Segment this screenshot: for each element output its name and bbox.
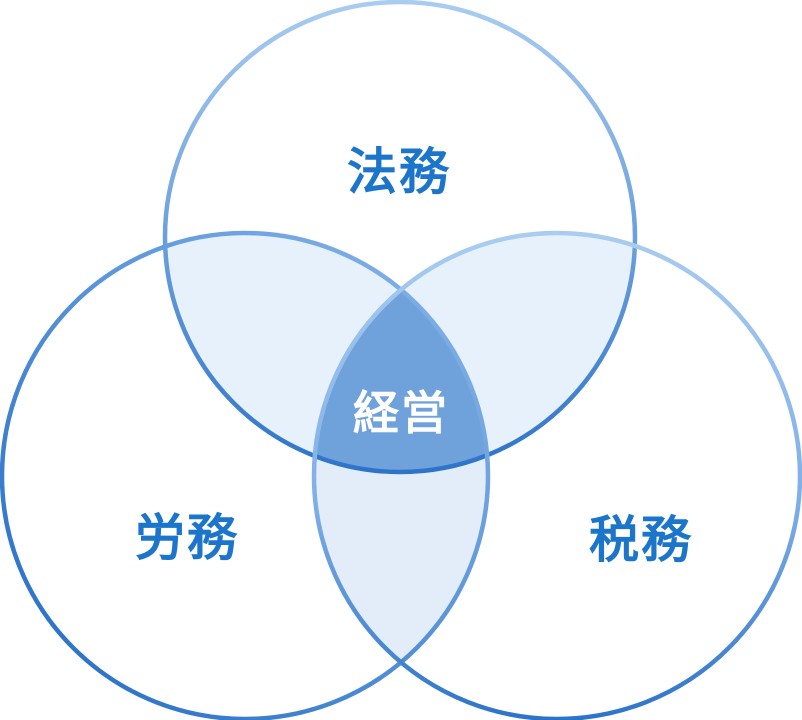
label-legal: 法務: [347, 144, 451, 200]
circle-labor-outline: [0, 230, 491, 720]
circle-tax-outline: [311, 230, 802, 720]
circle-legal-outline: [162, 0, 638, 475]
label-center: 経営: [353, 387, 449, 439]
label-labor: 労務: [135, 510, 239, 566]
label-tax: 税務: [589, 512, 693, 568]
